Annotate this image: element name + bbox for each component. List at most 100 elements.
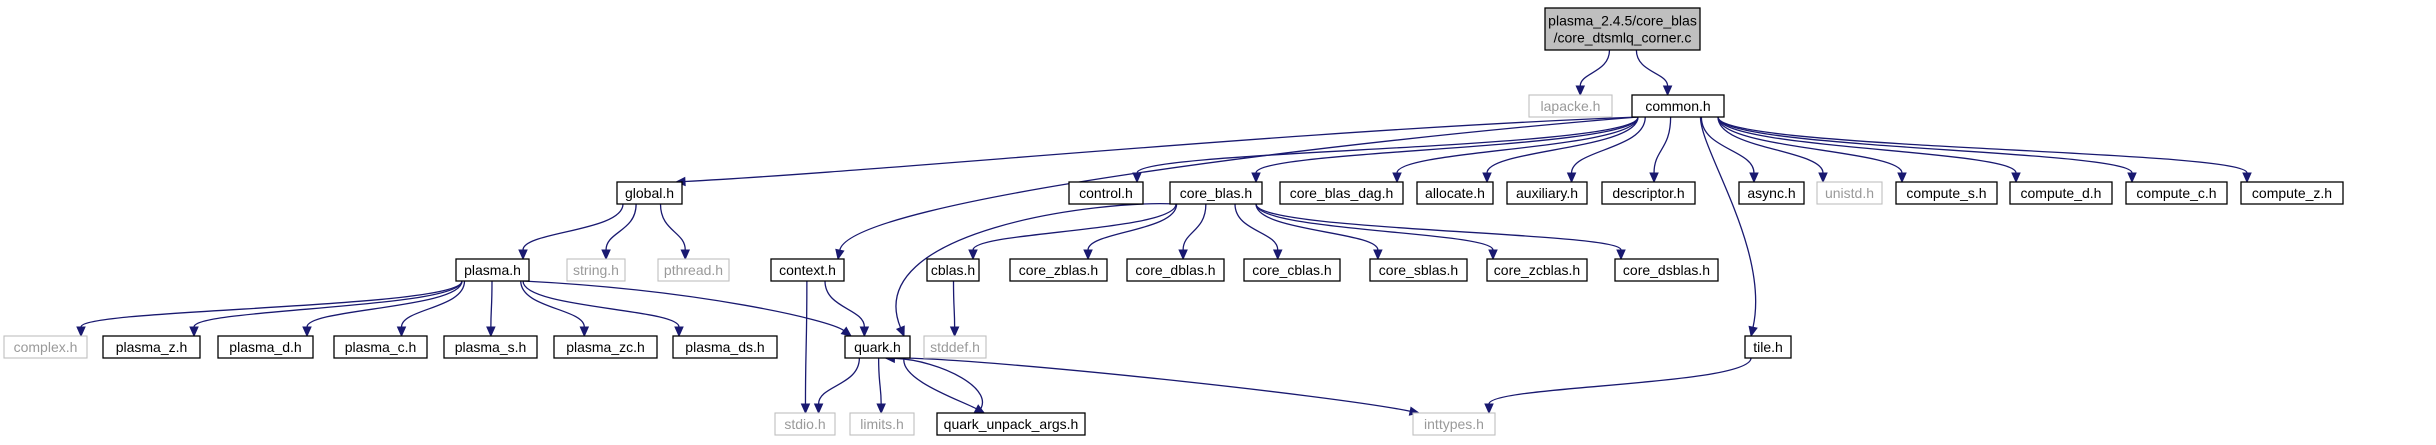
node-box[interactable] [1416, 181, 1494, 205]
node-box[interactable] [1738, 181, 1805, 205]
arrowhead-cblas-to-stddef [949, 326, 960, 338]
node-plasma-s[interactable]: plasma_s.h [443, 335, 538, 359]
edges-layer [76, 49, 2252, 416]
node-box[interactable] [1068, 181, 1144, 205]
node-box[interactable] [1279, 181, 1404, 205]
node-core-zcblas[interactable]: core_zcblas.h [1486, 258, 1588, 282]
node-box[interactable] [333, 335, 428, 359]
node-auxiliary[interactable]: auxiliary.h [1506, 181, 1588, 205]
node-box[interactable] [1631, 94, 1725, 118]
node-control[interactable]: control.h [1068, 181, 1144, 205]
node-label: core_zcblas.h [1494, 262, 1580, 278]
node-box[interactable] [553, 335, 658, 359]
node-tile[interactable]: tile.h [1744, 335, 1792, 359]
node-box[interactable] [1601, 181, 1696, 205]
arrowhead-core_blas-to-core_dsblas [1616, 249, 1626, 261]
node-core-sblas[interactable]: core_sblas.h [1369, 258, 1468, 282]
node-box[interactable] [1126, 258, 1225, 282]
node-label: core_dsblas.h [1623, 262, 1710, 278]
edge-common-to-compute_c [1717, 116, 2133, 174]
node-label: context.h [779, 262, 836, 278]
node-box[interactable] [2240, 181, 2344, 205]
edge-quark-to-limits [877, 357, 882, 405]
node-box[interactable] [1506, 181, 1588, 205]
node-compute-s[interactable]: compute_s.h [1895, 181, 1998, 205]
arrowhead-plasma-to-plasma_c [396, 326, 407, 338]
node-plasma-c[interactable]: plasma_c.h [333, 335, 428, 359]
arrowhead-root-to-common [1662, 85, 1673, 97]
node-descriptor[interactable]: descriptor.h [1601, 181, 1696, 205]
arrowhead-core_blas-to-quark [895, 325, 905, 338]
node-box[interactable] [1243, 258, 1341, 282]
node-box[interactable] [2009, 181, 2113, 205]
node-quark[interactable]: quark.h [844, 335, 911, 359]
node-core-dsblas[interactable]: core_dsblas.h [1614, 258, 1719, 282]
node-common[interactable]: common.h [1631, 94, 1725, 118]
node-compute-c[interactable]: compute_c.h [2125, 181, 2228, 205]
arrowhead-common-to-control [1132, 172, 1142, 184]
node-box[interactable] [770, 258, 845, 282]
arrowhead-common-to-unistd [1818, 172, 1828, 184]
node-global[interactable]: global.h [616, 181, 683, 205]
node-box [1816, 181, 1883, 205]
node-box [774, 412, 836, 436]
node-box[interactable] [1895, 181, 1998, 205]
node-box[interactable] [1009, 258, 1108, 282]
node-box[interactable] [1169, 181, 1263, 205]
edge-common-to-auxiliary [1570, 116, 1646, 174]
node-box[interactable] [926, 258, 980, 282]
node-box[interactable] [616, 181, 683, 205]
node-box[interactable] [844, 335, 911, 359]
node-box[interactable] [1614, 258, 1719, 282]
node-label: /core_dtsmlq_corner.c [1554, 30, 1692, 46]
edge-global-to-string [605, 203, 637, 251]
node-compute-z[interactable]: compute_z.h [2240, 181, 2344, 205]
node-core-blas-dag[interactable]: core_blas_dag.h [1279, 181, 1404, 205]
node-label: lapacke.h [1541, 98, 1601, 114]
edge-plasma-to-plasma_c [400, 280, 466, 328]
arrowhead-common-to-compute_d [2011, 172, 2021, 184]
node-core-dblas[interactable]: core_dblas.h [1126, 258, 1225, 282]
node-plasma[interactable]: plasma.h [455, 258, 530, 282]
node-box[interactable] [1369, 258, 1468, 282]
node-plasma-ds[interactable]: plasma_ds.h [672, 335, 778, 359]
node-stddef: stddef.h [923, 335, 987, 359]
node-async[interactable]: async.h [1738, 181, 1805, 205]
edge-plasma-to-plasma_ds [522, 280, 680, 328]
node-root: plasma_2.4.5/core_blas/core_dtsmlq_corne… [1544, 7, 1701, 51]
node-core-cblas[interactable]: core_cblas.h [1243, 258, 1341, 282]
node-quark-unpack-args[interactable]: quark_unpack_args.h [936, 412, 1086, 436]
node-box[interactable] [2125, 181, 2228, 205]
node-compute-d[interactable]: compute_d.h [2009, 181, 2113, 205]
node-label: allocate.h [1425, 185, 1485, 201]
edge-root-to-common [1635, 49, 1669, 87]
edge-common-to-allocate [1486, 116, 1639, 174]
node-box[interactable] [102, 335, 201, 359]
node-core-blas[interactable]: core_blas.h [1169, 181, 1263, 205]
node-box[interactable] [443, 335, 538, 359]
node-core-zblas[interactable]: core_zblas.h [1009, 258, 1108, 282]
edge-quark-to-inttypes [903, 357, 1411, 412]
node-pthread: pthread.h [657, 258, 730, 282]
arrowhead-common-to-async [1749, 172, 1759, 184]
node-box [566, 258, 626, 282]
node-box [1544, 7, 1701, 51]
arrowhead-core_blas-to-core_zcblas [1488, 249, 1498, 261]
node-allocate[interactable]: allocate.h [1416, 181, 1494, 205]
node-box[interactable] [217, 335, 314, 359]
node-box[interactable] [936, 412, 1086, 436]
node-label: compute_z.h [2252, 185, 2332, 201]
node-context[interactable]: context.h [770, 258, 845, 282]
edge-quark-to-stdio [817, 357, 861, 405]
node-unistd: unistd.h [1816, 181, 1883, 205]
node-plasma-z[interactable]: plasma_z.h [102, 335, 201, 359]
node-box[interactable] [1744, 335, 1792, 359]
node-plasma-d[interactable]: plasma_d.h [217, 335, 314, 359]
node-plasma-zc[interactable]: plasma_zc.h [553, 335, 658, 359]
node-box[interactable] [1486, 258, 1588, 282]
arrowhead-common-to-tile [1748, 325, 1758, 338]
edge-common-to-compute_d [1717, 116, 2017, 174]
node-box[interactable] [455, 258, 530, 282]
node-cblas[interactable]: cblas.h [926, 258, 980, 282]
node-box[interactable] [672, 335, 778, 359]
